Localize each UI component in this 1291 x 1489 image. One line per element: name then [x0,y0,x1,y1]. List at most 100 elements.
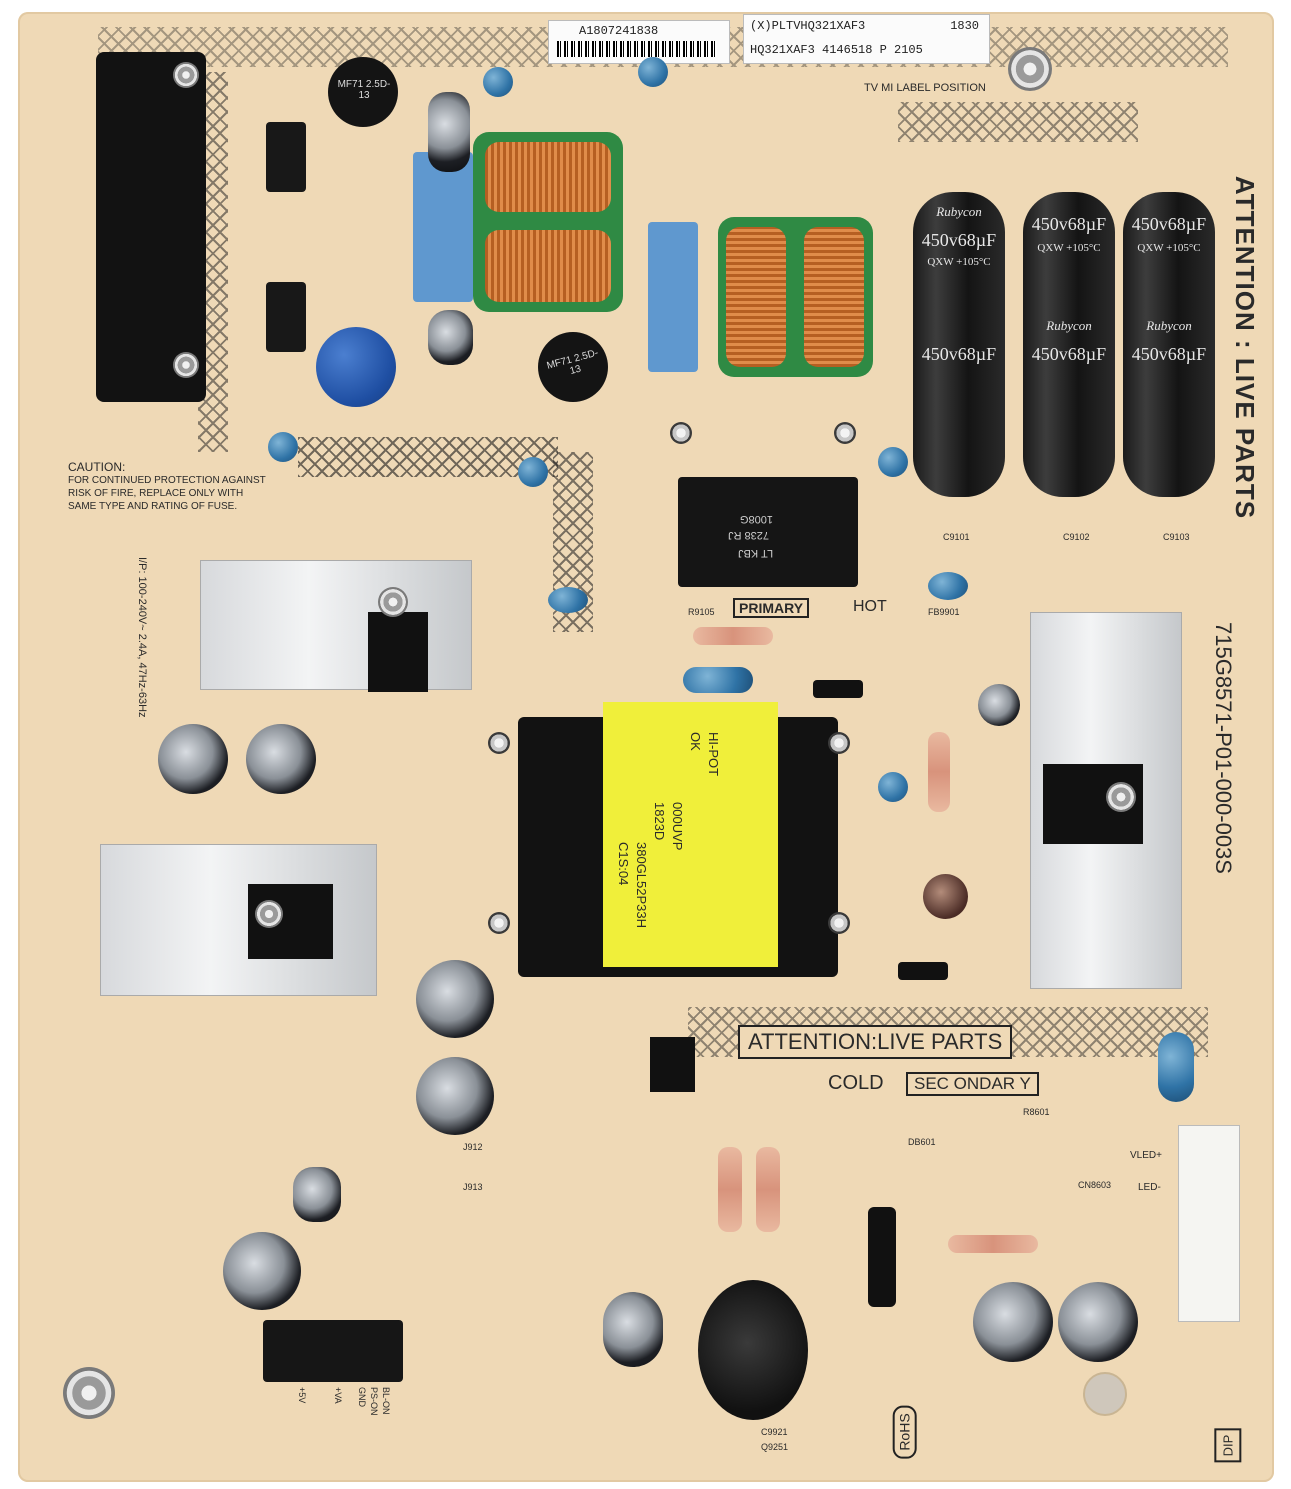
transformer-pad-3 [828,732,850,754]
caution-line-3: SAME TYPE AND RATING OF FUSE. [68,501,238,512]
resistor-r9111 [928,732,950,812]
primary-label: PRIMARY [733,598,810,618]
cap-1-rating: 450v68µF [921,230,997,250]
bulk-capacitor-c9103: 450v68µF QXW +105°C Rubycon 450v68µF [1123,192,1215,497]
bridge-marking-1: LT KBJ [738,547,774,559]
connector-pin-labels: BL-ON PS-ON GND +VA +5V [263,1387,403,1467]
input-rating: I/P: 100-240V~ 2.4A, 47Hz-63Hz [136,557,148,718]
cap-2-series: QXW +105°C [1037,242,1101,254]
connector-screw-top [173,62,199,88]
cap-1-rating-2: 450v68µF [921,344,997,364]
refdes-l8601: C9921 [761,1427,788,1437]
refdes-l8602: Q9251 [761,1442,789,1452]
choke-1-winding-bottom [485,230,611,302]
refdes-r9105: R9105 [688,607,715,617]
thermistor-marking-1: MF71 2.5D-13 [337,79,391,101]
ceramic-cap-8 [683,667,753,693]
refdes-c9101: C9101 [943,532,970,542]
transformer-line-2: OK [688,732,703,751]
bridge-pad-right [834,422,856,444]
rohs-mark: RoHS [892,1405,917,1459]
diode-db601 [868,1207,896,1307]
transformer-pad-2 [488,912,510,934]
cap-c9152 [158,724,228,794]
caution-line-2: RISK OF FIRE, REPLACE ONLY WITH [68,488,244,499]
bridge-pad-left [670,422,692,444]
refdes-j908: R8601 [1023,1107,1050,1117]
transformer-line-1: HI-POT [706,732,721,777]
mount-hole-bottom-right [1083,1372,1127,1416]
cap-c9112 [978,684,1020,726]
resistor-r9265 [756,1147,780,1232]
tv-label-text: TV MI LABEL POSITION [864,82,986,94]
refdes-j913: J913 [463,1182,483,1192]
transformer-pad-1 [488,732,510,754]
bridge-marking-2: 7238 RJ [728,529,769,541]
cap-2-rating: 450v68µF [1031,214,1107,234]
ceramic-cap-5 [548,587,588,613]
heatsink-screw-2 [255,900,283,928]
cap-c9151 [246,724,316,794]
pin-label-2: PS-ON [369,1387,379,1416]
cap-3-series: QXW +105°C [1137,242,1201,254]
attention-box-label: ATTENTION:LIVE PARTS [738,1025,1013,1059]
refdes-fb9901: FB9901 [928,607,960,617]
cap-c9881 [416,960,494,1038]
refdes-c9102: C9102 [1063,532,1090,542]
diode-d9103 [898,962,948,980]
transformer-line-4: 1823D [652,802,667,841]
fuse-f9902 [266,122,306,192]
heatsink-screw-3 [1106,782,1136,812]
pin-label-3: GND [357,1387,367,1407]
connector-cn8603 [1178,1125,1240,1322]
refdes-j909: DB601 [908,1137,936,1147]
connector-cn9101 [263,1320,403,1382]
cap-c9907 [428,92,470,172]
secondary-label: SEC ONDAR Y [906,1072,1039,1096]
heatsink-screw-1 [378,587,408,617]
thermistor-ntc-1: MF71 2.5D-13 [328,57,398,127]
choke-2-winding-left [726,227,786,367]
common-mode-choke-1 [473,132,623,312]
bridge-rectifier: LT KBJ 7238 RJ 1008G [678,477,858,587]
ceramic-cap-2 [638,57,668,87]
cap-c9252 [416,1057,494,1135]
cap-output-small [603,1292,663,1367]
optocoupler-u9102 [650,1037,695,1092]
cap-3-rating-2: 450v68µF [1131,344,1207,364]
board-code: 715G8571-P01-000-003S [1211,622,1236,874]
pin-label-4: +VA [333,1387,343,1404]
heatsink-hs9152 [200,560,472,690]
model-line-2: HQ321XAF3 4146518 P 2105 [750,43,923,57]
ground-screw-top-right [1008,47,1052,91]
choke-2-winding-right [804,227,864,367]
ac-input-connector [96,52,206,402]
bulk-capacitor-c9102: 450v68µF QXW +105°C Rubycon 450v68µF [1023,192,1115,497]
cold-label: COLD [828,1072,884,1094]
cap-3-rating: 450v68µF [1131,214,1207,234]
transformer-line-6: C1S:04 [616,842,631,886]
attention-vertical-text: ATTENTION : LIVE PARTS [1230,175,1261,520]
choke-1-winding-top [485,142,611,212]
output-inductor-l8601 [698,1280,808,1420]
cap-2-rating-2: 450v68µF [1031,344,1107,364]
hot-label: HOT [853,598,887,615]
ceramic-cap-6 [878,447,908,477]
cap-3-brand: Rubycon [1146,318,1192,333]
pcb-board: A1807241838 (X)PLTVHQ321XAF3 1830 HQ321X… [18,12,1274,1482]
refdes-c9103: C9103 [1163,532,1190,542]
ground-screw-bottom-left [63,1367,115,1419]
ceramic-cap-1 [483,67,513,97]
ceramic-cap-9 [878,772,908,802]
thermistor-marking-2: MF71 2.5D-13 [545,347,600,378]
cap-c8603-b [1058,1282,1138,1362]
connector-led-label: LED- [1138,1182,1161,1193]
cap-2-brand: Rubycon [1046,318,1092,333]
dip-mark: DIP [1214,1428,1242,1463]
cap-fb9906 [428,310,473,365]
cap-near-j905 [923,874,968,919]
x-capacitor-1 [413,152,473,302]
transformer-label: HI-POT OK 000UVP 1823D 380GL52P33H C1S:0… [603,702,778,967]
transformer-line-5: 380GL52P33H [634,842,649,929]
ceramic-cap-10 [1158,1032,1194,1102]
